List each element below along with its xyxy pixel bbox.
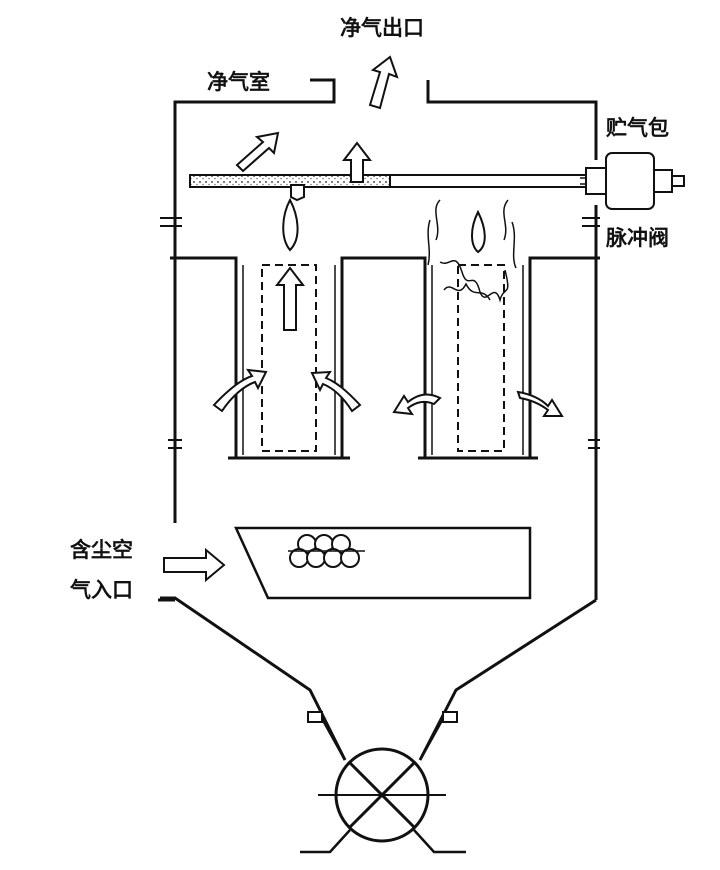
hopper-right [418, 598, 597, 761]
airflow-arrow-icon [341, 141, 373, 183]
pulse-jet-left [282, 197, 299, 252]
tube-sheet [170, 256, 600, 458]
housing-top-left [173, 78, 336, 523]
airflow-arrow-icon [368, 55, 399, 110]
rotary-valve-icon [300, 711, 466, 854]
pulse-jet-right [471, 209, 486, 254]
airflow-arrow-icon [163, 547, 226, 583]
airflow-arrow-icon [310, 370, 362, 413]
turbulence-lines [439, 260, 509, 303]
hopper-left [160, 596, 347, 761]
filter-bag-left [261, 264, 317, 452]
filter-bag-right [457, 264, 505, 452]
airflow-arrow-icon [516, 390, 564, 417]
airflow-arrow-icon [290, 184, 305, 202]
air-tank-label: 贮气包 [606, 116, 669, 140]
air-tank-assembly [585, 152, 685, 210]
clean-air-outlet-label: 净气出口 [340, 16, 424, 40]
airflow-arrow-icon [392, 393, 442, 416]
inlet-baffle [234, 526, 532, 600]
housing-top-right [426, 80, 598, 160]
dusty-air-inlet-label-line2: 气入口 [70, 578, 133, 602]
pulse-valve-label: 脉冲阀 [606, 226, 669, 250]
airflow-arrow-icon [235, 131, 280, 173]
blow-pipe [189, 174, 655, 188]
clean-air-chamber-label: 净气室 [207, 70, 270, 94]
dusty-air-inlet-label-line1: 含尘空 [70, 538, 133, 562]
airflow-arrow-icon [274, 266, 306, 331]
airflow-arrow-icon [212, 368, 268, 413]
